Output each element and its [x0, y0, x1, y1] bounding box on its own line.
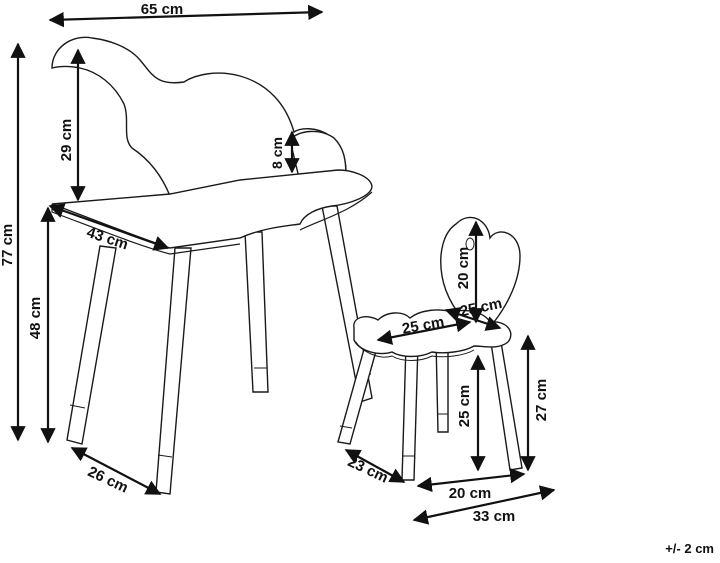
label-total-height: 77 cm	[0, 224, 16, 267]
label-seat-height: 25 cm	[456, 385, 473, 428]
label-mirror-height: 29 cm	[58, 119, 75, 162]
label-table-width: 65 cm	[141, 1, 184, 18]
label-table-height: 48 cm	[27, 297, 44, 340]
desk-leg-front-right	[155, 247, 192, 495]
dim-line-leg-spread	[70, 447, 162, 495]
label-shelf-height: 8 cm	[269, 137, 285, 169]
desk-leg-caps	[69, 367, 372, 458]
dim-line-chair-depth	[344, 449, 406, 483]
chair-seat-edge	[355, 341, 475, 361]
desk-leg-front-left	[66, 245, 117, 445]
tolerance-note: +/- 2 cm	[665, 541, 714, 556]
label-chair-height: 27 cm	[533, 379, 550, 422]
label-leg-spread: 26 cm	[85, 463, 131, 496]
label-chair-depth: 23 cm	[345, 453, 391, 486]
dimension-lines	[10, 4, 556, 525]
desk-backboard	[51, 36, 347, 201]
dim-line-chair-width-inner	[416, 467, 526, 493]
dim-line-chair-width-outer	[412, 485, 556, 525]
dim-line-table-depth	[48, 203, 170, 251]
chair-leg-back-left	[435, 339, 449, 433]
chair-leg-back-right	[489, 335, 523, 471]
desk-drawing	[51, 36, 373, 495]
label-chair-width-inner: 20 cm	[449, 485, 492, 502]
chair-drawing	[337, 216, 523, 481]
label-backrest-height: 20 cm	[455, 247, 472, 290]
dim-line-seat-width	[376, 317, 472, 345]
dim-line-seat-depth	[444, 307, 502, 331]
dim-line-table-width	[48, 4, 324, 28]
label-chair-width-outer: 33 cm	[473, 508, 516, 525]
chair-leg-front-right	[401, 343, 419, 481]
dimension-labels: 65 cm 77 cm 29 cm 8 cm 43 cm 48 cm 26 cm…	[0, 1, 550, 525]
